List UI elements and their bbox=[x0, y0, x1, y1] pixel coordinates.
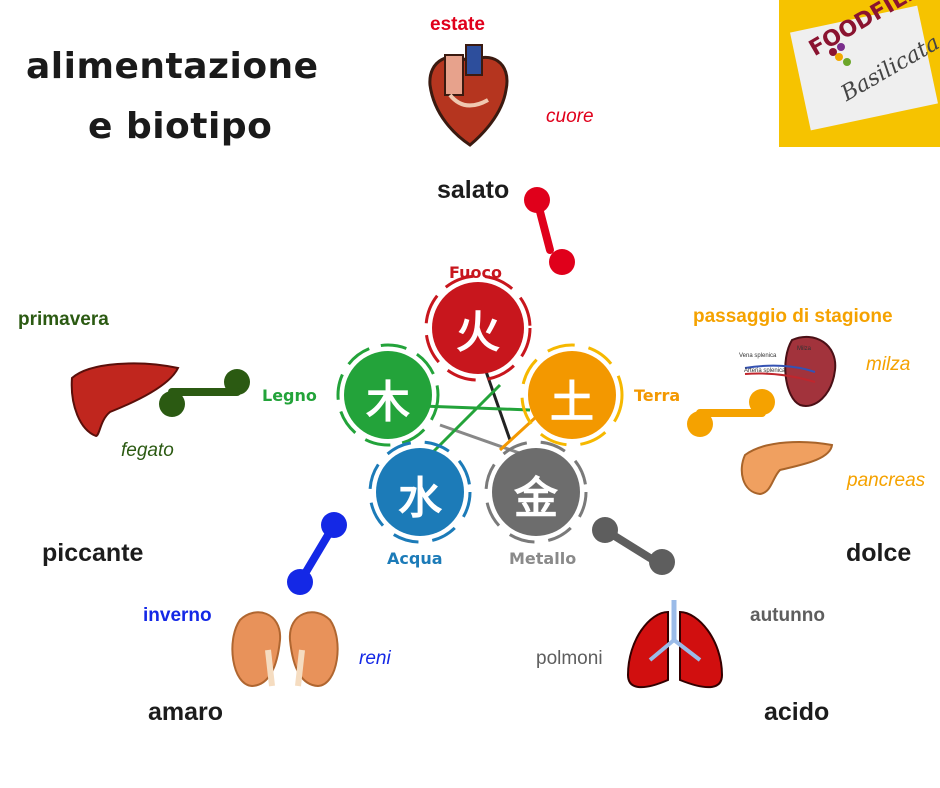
organ-polmoni: polmoni bbox=[536, 648, 603, 669]
title-line-1: alimentazione bbox=[26, 46, 319, 87]
organ-milza: milza bbox=[866, 354, 911, 375]
taste-dolce: dolce bbox=[846, 539, 912, 567]
foodfile-logo: FOODFILE Basilicata bbox=[779, 0, 940, 147]
kidneys-icon bbox=[231, 611, 339, 688]
connector-grey bbox=[592, 517, 675, 575]
season-inverno: inverno bbox=[143, 605, 212, 626]
element-fuoco-circle bbox=[424, 274, 532, 382]
element-legno-circle bbox=[336, 343, 440, 447]
connector-orange bbox=[687, 389, 775, 437]
element-name-fuoco: Fuoco bbox=[449, 263, 502, 282]
element-name-metallo: Metallo bbox=[509, 549, 577, 568]
organ-fegato: fegato bbox=[121, 440, 174, 461]
terra-glyph: 土 bbox=[550, 377, 594, 428]
season-estate: estate bbox=[430, 14, 485, 35]
season-primavera: primavera bbox=[18, 309, 109, 330]
taste-amaro: amaro bbox=[148, 698, 224, 726]
connector-blue bbox=[287, 512, 347, 595]
element-metallo-circle bbox=[484, 440, 588, 544]
spleen-label-arteria: Arteria splenica bbox=[744, 368, 786, 374]
liver-icon bbox=[70, 362, 180, 438]
spleen-label-vena: Vena splenica bbox=[739, 353, 777, 359]
organ-reni: reni bbox=[359, 648, 391, 669]
acqua-glyph: 水 bbox=[398, 473, 442, 524]
element-terra-circle bbox=[520, 343, 624, 447]
title-line-2: e biotipo bbox=[88, 106, 273, 147]
element-name-terra: Terra bbox=[634, 386, 681, 405]
spleen-label-milza: Milza bbox=[797, 346, 812, 352]
heart-icon bbox=[428, 44, 509, 147]
pancreas-icon bbox=[740, 441, 834, 496]
logo-dots-icon bbox=[829, 43, 851, 66]
metallo-glyph: 金 bbox=[514, 473, 558, 524]
season-autunno: autunno bbox=[750, 605, 825, 626]
element-name-legno: Legno bbox=[262, 386, 317, 405]
organ-cuore: cuore bbox=[546, 106, 594, 127]
taste-piccante: piccante bbox=[42, 539, 144, 567]
lungs-icon bbox=[626, 600, 724, 689]
legno-glyph: 木 bbox=[366, 377, 410, 428]
element-name-acqua: Acqua bbox=[387, 549, 443, 568]
spleen-icon bbox=[744, 335, 837, 407]
organ-pancreas: pancreas bbox=[847, 470, 926, 491]
fuoco-glyph: 火 bbox=[456, 307, 500, 358]
element-acqua-circle bbox=[368, 440, 472, 544]
connector-dark-green bbox=[159, 369, 250, 417]
taste-acido: acido bbox=[764, 698, 830, 726]
connector-red bbox=[524, 187, 575, 275]
season-passaggio: passaggio di stagione bbox=[693, 306, 893, 327]
taste-salato: salato bbox=[437, 176, 510, 204]
